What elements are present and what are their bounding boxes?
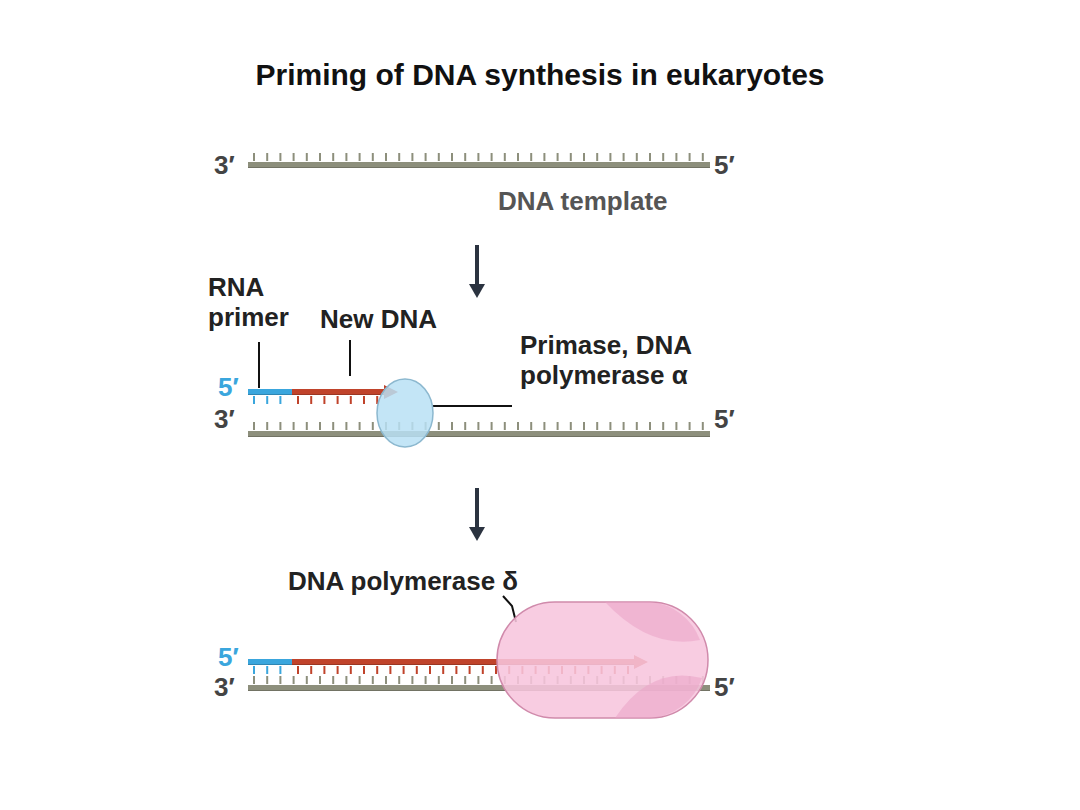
part-label: DNA template (498, 186, 668, 216)
polymerase-enzyme: DNA polymerase δ (495, 600, 710, 720)
part-label: 5′ (714, 404, 735, 434)
template-strand (248, 422, 710, 437)
part-label: 3′ (214, 150, 235, 180)
enzyme-shape (376, 378, 434, 448)
step-arrow (469, 488, 485, 541)
part-label: 5′ (218, 642, 239, 672)
enzyme-shape (495, 600, 710, 720)
part-label: RNA primer (208, 272, 338, 332)
part-label: 3′ (214, 404, 235, 434)
leader-line (432, 405, 512, 407)
part-label: 5′ (714, 672, 735, 702)
enzyme-label: DNA polymerase δ (288, 566, 518, 596)
primase-enzyme: Primase, DNA polymerase α (376, 378, 434, 448)
part-label: 5′ (218, 372, 239, 402)
rna-primer (248, 392, 292, 404)
leader-line (258, 342, 260, 388)
step-arrow (469, 245, 485, 298)
template-strand (248, 153, 710, 168)
leader-line (349, 340, 351, 376)
part-label: New DNA (320, 304, 437, 334)
part-label: 5′ (714, 150, 735, 180)
rna-primer (248, 662, 292, 674)
diagram-title: Priming of DNA synthesis in eukaryotes (0, 58, 1080, 92)
part-label: 3′ (214, 672, 235, 702)
enzyme-label: Primase, DNA polymerase α (520, 330, 770, 390)
